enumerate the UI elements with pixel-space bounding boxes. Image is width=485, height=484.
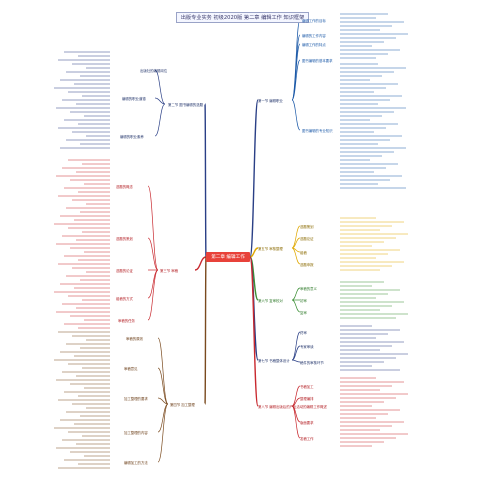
edge-sub-r13 [291,345,301,361]
subtopic-r6[interactable]: 选题策划 [300,225,314,229]
edge-s4 [204,256,207,405]
subtopic-l2[interactable]: 编辑的职业道德 [122,97,146,101]
edge-sub-r6 [291,237,301,249]
edge-sub-l31 [157,403,169,463]
mind-map-leaves [54,13,408,469]
edge-sub-r4 [291,99,301,131]
edge-sub-l21 [154,103,166,137]
edge-s8 [249,256,259,407]
edge-sub-r0 [291,19,301,101]
subtopic-r12[interactable]: 复审 [300,311,307,315]
edge-sub-r14 [291,359,301,363]
subtopic-r15[interactable]: 稿件的审核环节 [300,361,324,365]
edge-sub-r11 [291,299,301,313]
edge-s2 [204,103,207,258]
subtopic-r14[interactable]: 专家审读 [300,345,314,349]
edge-sub-r15 [291,385,301,407]
subtopic-r7[interactable]: 选题论证 [300,237,314,241]
subtopic-r3[interactable]: 编辑工作的特点 [302,43,326,47]
edge-s1 [249,99,259,258]
edge-sub-r16 [291,397,301,407]
edge-sub-l30 [157,403,169,433]
root-node[interactable]: 第二章 编辑工作 [206,252,250,262]
edge-sub-r8 [291,247,301,265]
subtopic-r13[interactable]: 终审 [300,331,307,335]
edge-sub-r18 [291,405,301,439]
edge-sub-l20 [154,97,166,105]
branch-section-5[interactable]: 第五节 审核整理 [258,247,283,251]
branch-section-8[interactable]: 第八节 编辑出版后的产出活动的编辑工作概述 [258,405,327,409]
edge-sub-r9 [291,287,301,301]
subtopic-l7[interactable]: 组稿的方式 [116,297,133,301]
subtopic-l4[interactable]: 选题的概念 [116,185,133,189]
page-title: 出版专业实务 初级2020版 第二章 编辑工作 知识框架 [0,4,485,23]
branch-section-6[interactable]: 第六节 复审校对 [258,299,283,303]
subtopic-r2[interactable]: 编辑的工作内容 [302,34,326,38]
subtopic-l8[interactable]: 审稿的任务 [118,319,135,323]
edge-sub-l27 [157,337,169,405]
subtopic-r4[interactable]: 图书编辑的基本要求 [302,59,333,63]
subtopic-l5[interactable]: 选题的策划 [116,237,133,241]
edge-sub-l22 [147,185,159,271]
subtopic-r10[interactable]: 审稿的意义 [300,287,317,291]
subtopic-l13[interactable]: 编辑加工的方法 [124,461,148,465]
subtopic-r18[interactable]: 版面要求 [300,421,314,425]
subtopic-r1[interactable]: 编辑工作的目标 [302,19,326,23]
edge-s3 [194,256,207,271]
edge-sub-r5 [291,225,301,249]
subtopic-l12[interactable]: 加工整理的内容 [124,431,148,435]
subtopic-l10[interactable]: 审稿意见 [124,367,138,371]
edge-sub-l28 [157,367,169,405]
edge-sub-r3 [291,59,301,101]
subtopic-r19[interactable]: 发稿工作 [300,437,314,441]
mind-map-connectors [147,19,301,463]
edge-sub-l23 [147,237,159,271]
subtopic-l9[interactable]: 审稿的原则 [126,337,143,341]
subtopic-l1[interactable]: 出版社的编辑岗位 [140,69,168,73]
subtopic-r8[interactable]: 组稿 [300,251,307,255]
edge-sub-r2 [291,43,301,101]
subtopic-r11[interactable]: 初审 [300,299,307,303]
subtopic-r5[interactable]: 图书编辑的专业知识 [302,129,333,133]
subtopic-r16[interactable]: 书稿加工 [300,385,314,389]
branch-section-2[interactable]: 第二节 图书编辑的选题 [168,103,203,107]
subtopic-r9[interactable]: 选题申报 [300,263,314,267]
subtopic-l3[interactable]: 编辑的职业素养 [120,135,144,139]
edge-sub-l19 [154,69,166,105]
subtopic-l11[interactable]: 加工整理的要求 [124,397,148,401]
edge-sub-l26 [147,269,159,321]
edge-sub-l29 [157,397,169,405]
branch-section-3[interactable]: 第三节 审稿 [160,269,179,273]
edge-sub-r12 [291,331,301,361]
subtopic-r17[interactable]: 整理编排 [300,397,314,401]
branch-section-7[interactable]: 第七节 书稿整体设计 [258,359,290,363]
subtopic-l6[interactable]: 选题的论证 [116,269,133,273]
branch-section-1[interactable]: 第一节 编辑职业 [258,99,283,103]
branch-section-4[interactable]: 第四节 加工整理 [170,403,195,407]
